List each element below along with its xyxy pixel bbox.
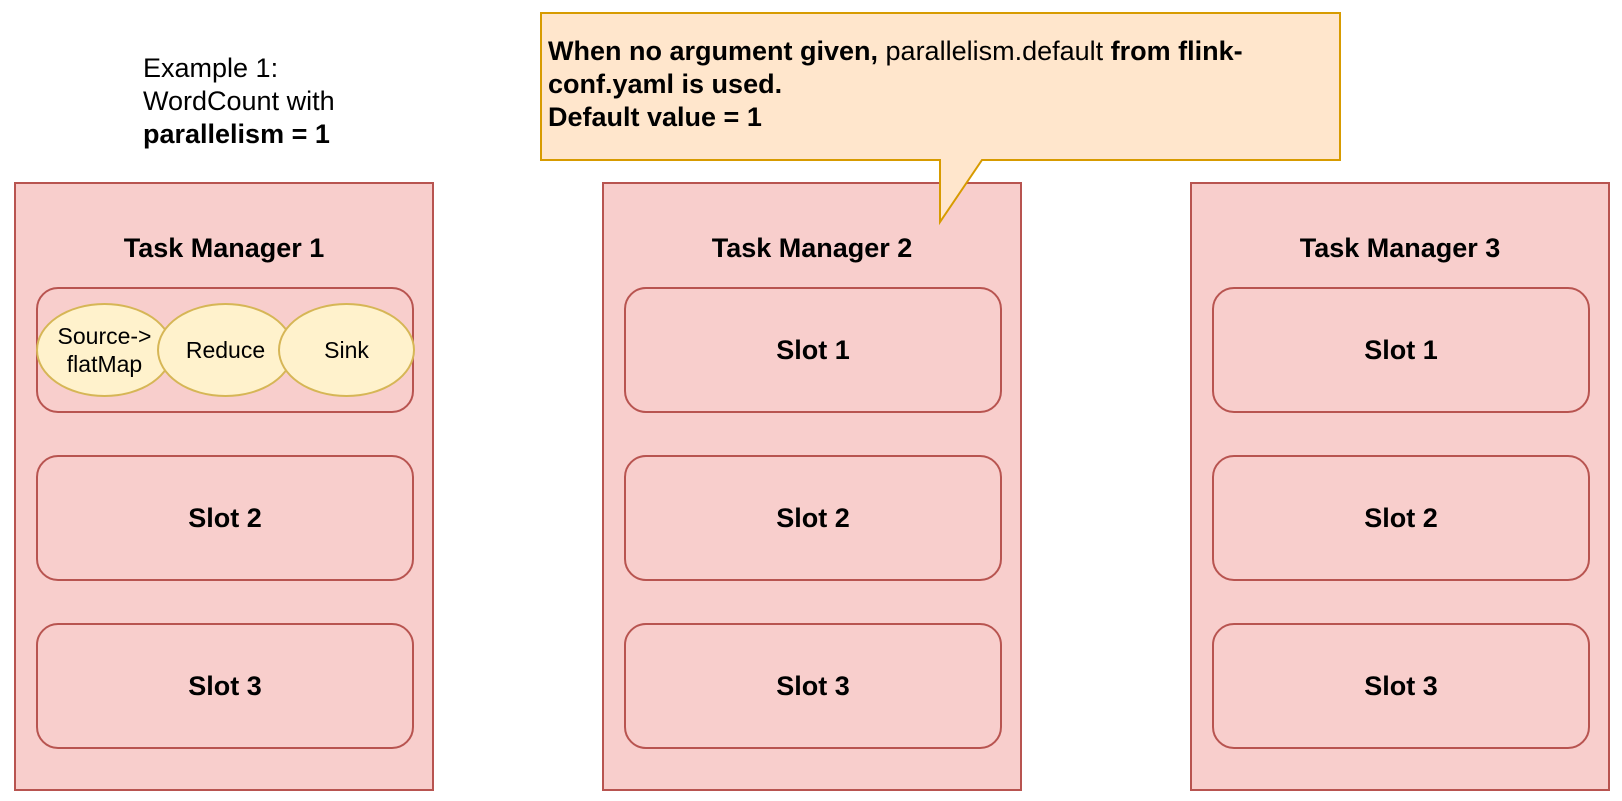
task-manager-1-slot-1: Source-> flatMap Reduce Sink (36, 287, 415, 413)
operator-source-flatmap: Source-> flatMap (36, 303, 173, 397)
task-manager-1-slot-3: Slot 3 (36, 623, 414, 749)
operator-sink: Sink (278, 303, 415, 397)
operator-source-flatmap-label: Source-> flatMap (57, 323, 152, 377)
example-title-line-1: Example 1: (143, 53, 279, 83)
task-manager-2-slot-1: Slot 1 (624, 287, 1002, 413)
example-title-line-2: WordCount with (143, 86, 335, 116)
callout-text-part-3: from flink-conf.yaml is used. (548, 36, 1243, 99)
callout-text: When no argument given, parallelism.defa… (548, 35, 1328, 134)
task-manager-1-title: Task Manager 1 (123, 233, 325, 263)
operator-reduce: Reduce (157, 303, 294, 397)
task-manager-3: Task Manager 3 Slot 1 Slot 2 Slot 3 (1190, 182, 1610, 791)
example-title-line-3: parallelism = 1 (143, 119, 330, 149)
task-manager-2: Task Manager 2 Slot 1 Slot 2 Slot 3 (602, 182, 1022, 791)
task-manager-3-title: Task Manager 3 (1299, 233, 1501, 263)
callout-text-part-4: Default value = 1 (548, 102, 762, 132)
operator-sink-label: Sink (324, 337, 369, 363)
task-manager-2-slot-2: Slot 2 (624, 455, 1002, 581)
task-manager-1: Task Manager 1 Source-> flatMap Reduce S… (14, 182, 434, 791)
task-manager-3-slot-2: Slot 2 (1212, 455, 1590, 581)
task-manager-2-slot-3: Slot 3 (624, 623, 1002, 749)
operator-reduce-label: Reduce (185, 337, 266, 363)
example-title: Example 1: WordCount with parallelism = … (143, 52, 443, 151)
task-manager-2-title: Task Manager 2 (711, 233, 913, 263)
task-manager-3-slot-1: Slot 1 (1212, 287, 1590, 413)
task-manager-3-slot-3: Slot 3 (1212, 623, 1590, 749)
callout-text-part-1: When no argument given, (548, 36, 879, 66)
task-manager-1-slot-2: Slot 2 (36, 455, 414, 581)
callout-text-part-2: parallelism.default (885, 36, 1104, 66)
